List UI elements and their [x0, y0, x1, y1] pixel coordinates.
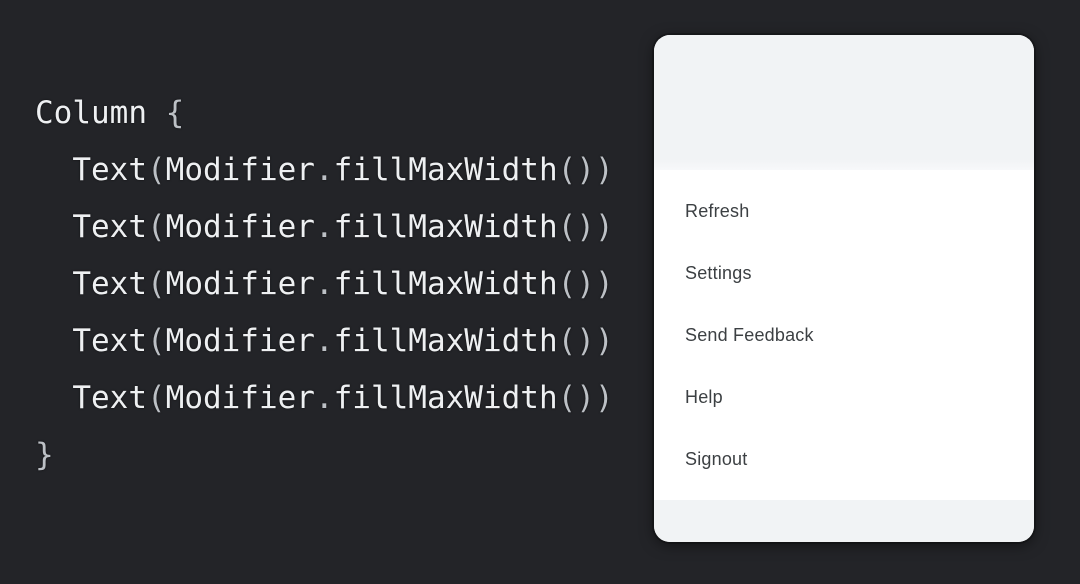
menu-item-refresh[interactable]: Refresh [685, 200, 750, 221]
menu-item-settings[interactable]: Settings [685, 262, 752, 283]
dropdown-menu-panel: Refresh Settings Send Feedback Help Sign… [654, 35, 1034, 542]
menu-list: Refresh Settings Send Feedback Help Sign… [654, 170, 1034, 500]
code-line: } [35, 437, 54, 473]
menu-item-send-feedback[interactable]: Send Feedback [685, 324, 814, 345]
code-line: Text(Modifier.fillMaxWidth()) [35, 266, 614, 302]
menu-item-signout[interactable]: Signout [685, 448, 748, 469]
code-line: Column { [35, 95, 185, 131]
code-snippet: Column { Text(Modifier.fillMaxWidth()) T… [35, 85, 614, 484]
code-line: Text(Modifier.fillMaxWidth()) [35, 380, 614, 416]
menu-panel-header [654, 35, 1034, 170]
code-line: Text(Modifier.fillMaxWidth()) [35, 152, 614, 188]
menu-item-help[interactable]: Help [685, 386, 723, 407]
code-line: Text(Modifier.fillMaxWidth()) [35, 209, 614, 245]
menu-panel-footer [654, 500, 1034, 542]
code-line: Text(Modifier.fillMaxWidth()) [35, 323, 614, 359]
